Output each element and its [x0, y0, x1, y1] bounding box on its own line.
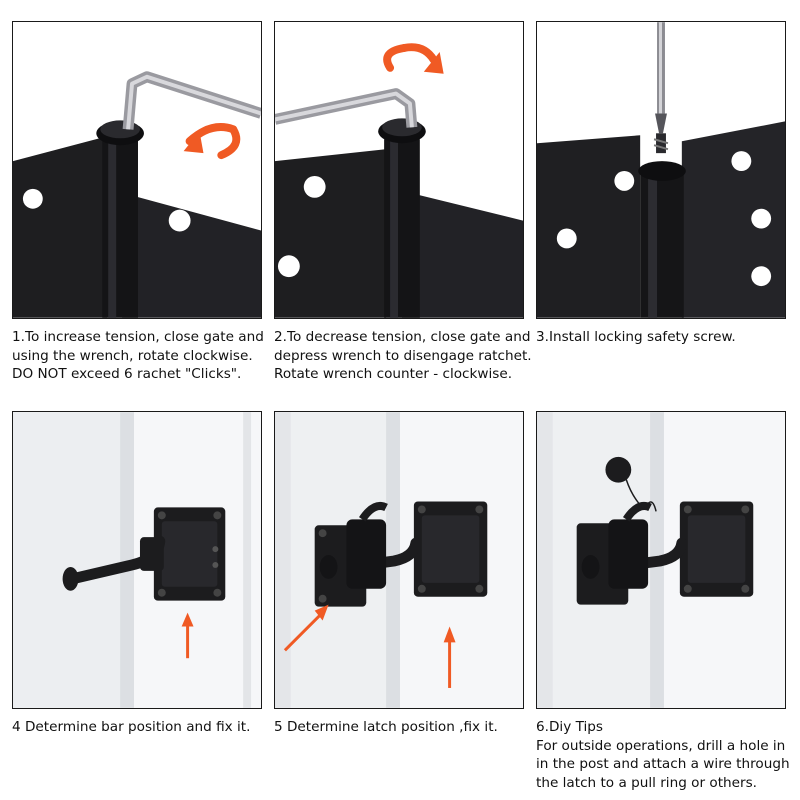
hinge-image — [275, 22, 523, 318]
step1-image — [12, 21, 262, 319]
screwdriver-icon — [653, 22, 669, 154]
diagonal-arrow-icon — [283, 604, 329, 652]
hex-wrench-icon — [122, 71, 261, 130]
pull-ring-icon — [605, 456, 657, 512]
step1-caption: 1.To increase tension, close gate and us… — [12, 329, 264, 383]
step4-caption: 4 Determine bar position and fix it. — [12, 719, 251, 735]
step3-caption: 3.Install locking safety screw. — [536, 329, 736, 345]
hinge-image — [537, 22, 785, 318]
step6-caption: 6.Diy Tips For outside operations, drill… — [536, 719, 790, 791]
step2-caption: 2.To decrease tension, close gate and de… — [274, 329, 532, 383]
counter-clockwise-arrow-icon — [383, 43, 444, 74]
up-arrow-icon — [181, 612, 194, 659]
gate-latch-image — [275, 412, 523, 708]
hex-wrench-icon — [275, 88, 418, 128]
step2-image — [274, 21, 524, 319]
up-arrow-icon — [443, 626, 456, 688]
step3-image — [536, 21, 786, 319]
step6-image — [536, 411, 786, 709]
hinge-image — [13, 22, 261, 318]
step4-image — [12, 411, 262, 709]
gate-latch-image — [537, 412, 785, 708]
gate-bar-image — [13, 412, 261, 708]
step5-image — [274, 411, 524, 709]
step5-caption: 5 Determine latch position ,fix it. — [274, 719, 498, 735]
clockwise-arrow-icon — [183, 123, 241, 160]
